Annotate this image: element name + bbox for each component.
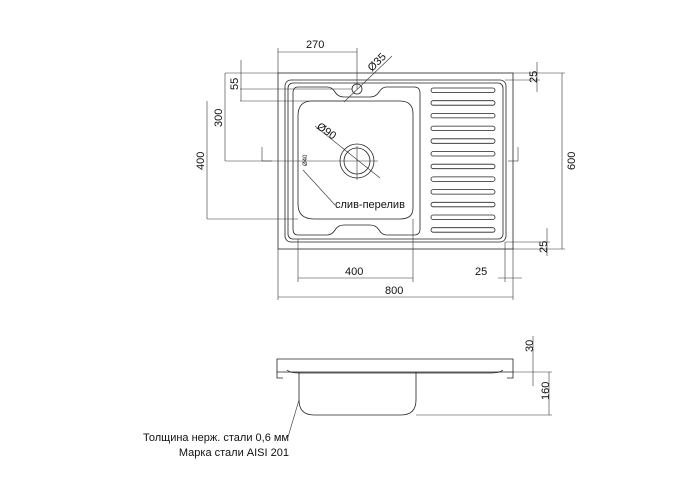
overflow-label: слив-перелив — [335, 199, 405, 211]
bowl-profile — [298, 372, 417, 416]
note-steel-grade: Марка стали AISI 201 — [179, 447, 289, 459]
drainboard-slot — [430, 138, 496, 144]
dim-300: 300 — [213, 109, 225, 127]
drainboard-slot — [430, 201, 496, 208]
bowl-inner — [297, 100, 414, 220]
dimension-lines — [206, 48, 565, 300]
dim-160: 160 — [540, 382, 552, 400]
overflow-diameter-label: Ø40 — [303, 154, 309, 166]
drainboard-slot — [430, 87, 496, 93]
dim-400-horizontal: 400 — [345, 266, 363, 278]
drainboard-slot — [430, 189, 496, 195]
dim-25-bottom: 25 — [538, 241, 550, 253]
drainboard-slot — [430, 163, 496, 170]
dim-30: 30 — [524, 340, 536, 352]
note-thickness: Толщина нерж. стали 0,6 мм — [143, 432, 289, 444]
sink-side-view — [276, 336, 552, 438]
dim-25-top: 25 — [528, 71, 540, 83]
drainboard-slot — [430, 227, 496, 233]
drainboard-slots — [430, 87, 496, 233]
dim-55: 55 — [229, 78, 241, 90]
dim-25-right: 25 — [475, 266, 487, 278]
dim-d90: Ø90 — [314, 121, 338, 143]
dim-400-vertical: 400 — [195, 152, 207, 170]
drainboard-slot — [430, 151, 496, 157]
dim-600: 600 — [566, 152, 578, 170]
drainboard-slot — [430, 176, 496, 182]
bowl-outline — [292, 86, 421, 236]
dim-d35: Ø35 — [366, 51, 389, 74]
drainboard-slot — [430, 214, 496, 220]
dim-270: 270 — [306, 39, 324, 51]
dim-800: 800 — [385, 285, 403, 297]
drainboard-slot — [430, 100, 496, 106]
drainboard-slot — [430, 113, 496, 119]
sink-top-view: Ø40 — [277, 72, 514, 250]
drainboard-slot — [430, 125, 496, 131]
